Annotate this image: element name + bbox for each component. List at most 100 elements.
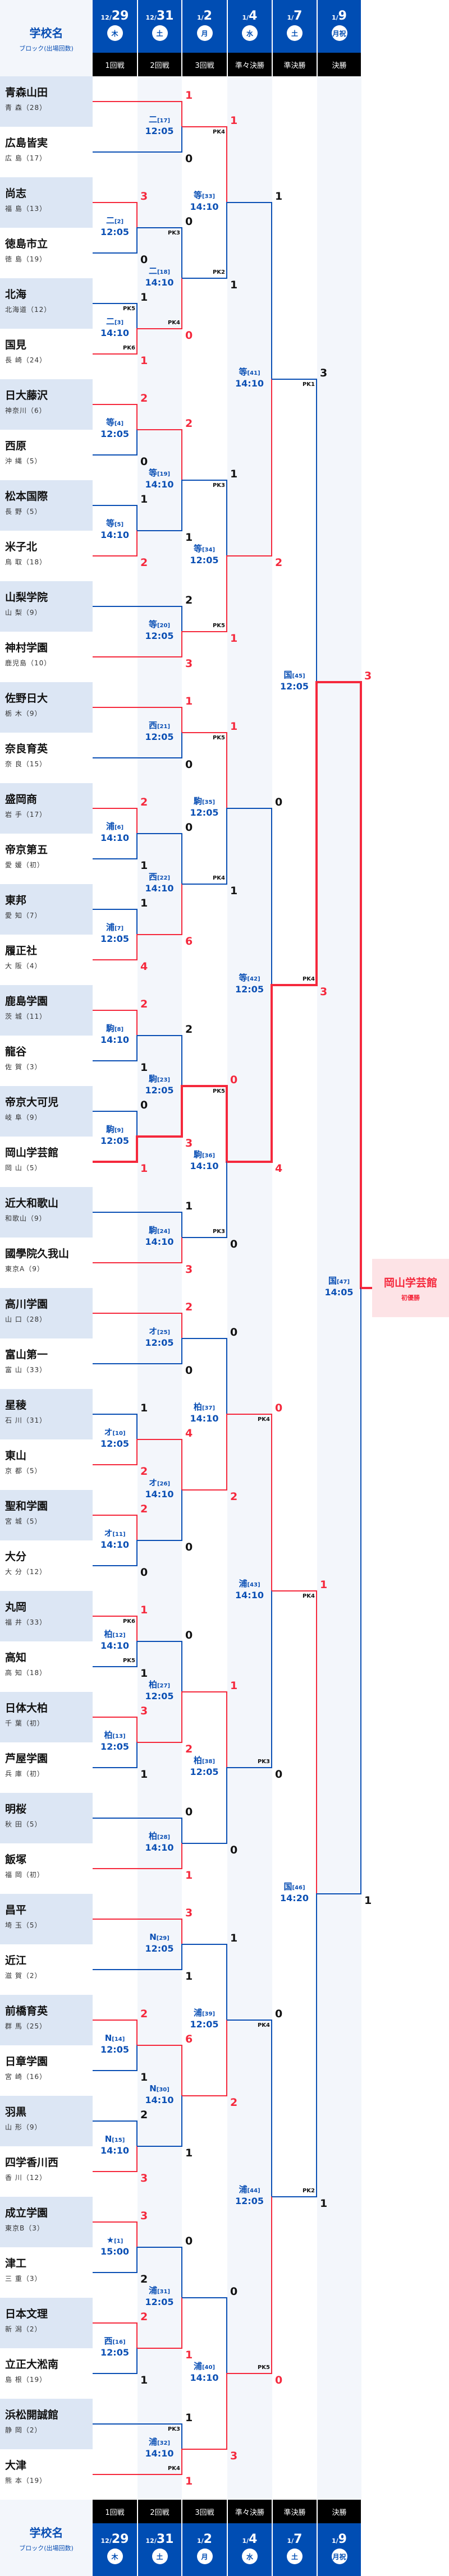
loser-line xyxy=(93,2423,182,2425)
match-label: N[14]12:05 xyxy=(93,2033,137,2054)
loser-line xyxy=(316,379,317,683)
match-time: 14:10 xyxy=(145,277,174,288)
score: 1 xyxy=(230,632,238,645)
loser-line xyxy=(181,1489,182,1541)
match-time: 14:10 xyxy=(145,1842,174,1853)
winner-line xyxy=(93,2322,138,2324)
score: 1 xyxy=(185,1869,193,1882)
match-number: [7] xyxy=(114,926,124,932)
match-label: N[15]14:10 xyxy=(93,2134,137,2155)
score: 1 xyxy=(230,1680,238,1692)
score: 0 xyxy=(275,1402,283,1414)
team-row: 山梨学院山 梨（9） xyxy=(0,581,93,632)
team-prefecture: 山 梨（9） xyxy=(5,609,42,617)
winner-line xyxy=(181,1085,183,1138)
match-venue: 二 xyxy=(106,215,114,226)
champion-box: 岡山学芸館 初優勝 xyxy=(372,1259,449,1317)
team-name: 羽黒 xyxy=(5,2106,27,2118)
pk-score: PK1 xyxy=(302,381,315,388)
loser-line xyxy=(227,1767,272,1768)
match-venue: 駒 xyxy=(148,1225,157,1235)
team-row: 広島皆実広 島（17） xyxy=(0,127,93,177)
match-label: 二[2]12:05 xyxy=(93,215,137,237)
date-day: 31 xyxy=(156,2532,174,2546)
match-time: 14:10 xyxy=(100,529,129,540)
match-number: [38] xyxy=(201,1759,216,1765)
loser-line xyxy=(137,2146,182,2147)
match-number: [40] xyxy=(201,2365,216,2371)
winner-line xyxy=(182,1085,228,1087)
team-row: 明桜秋 田（5） xyxy=(0,1793,93,1843)
team-prefecture: 京 都（5） xyxy=(5,1467,42,1475)
loser-line xyxy=(137,1641,182,1642)
winner-line xyxy=(181,1843,182,1869)
winner-line xyxy=(227,1414,272,1415)
loser-line xyxy=(93,606,182,607)
team-row: 松本国際長 野（5） xyxy=(0,480,93,531)
match-label: 等[34]12:05 xyxy=(182,544,227,565)
loser-line xyxy=(227,2020,272,2021)
loser-line xyxy=(181,2247,182,2298)
winner-line xyxy=(181,1237,182,1263)
match-venue: 浦 xyxy=(193,2008,202,2018)
match-number: [21] xyxy=(157,724,171,730)
team-name: 東邦 xyxy=(5,894,27,907)
match-label: 二[18]14:10 xyxy=(138,266,181,287)
team-row: 飯塚福 岡（初） xyxy=(0,1843,93,1894)
match-label: 浦[39]12:05 xyxy=(182,2008,227,2029)
score: 1 xyxy=(185,1970,193,1982)
match-venue: 駒 xyxy=(106,1124,114,1134)
match-label: オ[26]14:10 xyxy=(138,1478,181,1499)
match-label: 西[22]14:10 xyxy=(138,872,181,893)
date-text: 1/4 xyxy=(228,2532,272,2546)
score: 3 xyxy=(230,2450,238,2462)
date-text: 1/7 xyxy=(273,9,317,23)
date-text: 12/31 xyxy=(138,2532,181,2546)
pk-score: PK4 xyxy=(167,2465,180,2472)
loser-line xyxy=(182,1843,227,1844)
team-prefecture: 沖 縄（5） xyxy=(5,457,42,465)
match-time: 12:05 xyxy=(100,1438,129,1449)
date-text: 1/9 xyxy=(318,9,361,23)
date-text: 1/2 xyxy=(182,2532,227,2546)
score: 1 xyxy=(364,1894,372,1907)
loser-line xyxy=(226,480,227,556)
match-time: 12:05 xyxy=(100,1135,129,1146)
team-row: 帝京第五愛 媛（初） xyxy=(0,834,93,884)
winner-line xyxy=(226,2020,227,2096)
score: 0 xyxy=(140,254,148,266)
pk-score: PK6 xyxy=(122,1618,135,1625)
match-number: [13] xyxy=(112,1733,126,1740)
team-prefecture: 佐 賀（3） xyxy=(5,1063,42,1071)
team-prefecture: 兵 庫（初） xyxy=(5,1770,44,1778)
score: 1 xyxy=(320,2197,328,2210)
date-day: 7 xyxy=(294,2532,303,2546)
match-number: [37] xyxy=(201,1405,216,1411)
score: 2 xyxy=(185,1023,193,1036)
winner-line xyxy=(271,379,272,556)
winner-line xyxy=(226,1085,228,1163)
winner-line xyxy=(315,681,318,986)
date-text: 1/2 xyxy=(182,9,227,23)
loser-line xyxy=(93,1111,138,1112)
score: 2 xyxy=(230,2096,238,2109)
match-label: 浦[43]14:10 xyxy=(227,1579,272,1600)
team-name: 國學院久我山 xyxy=(5,1248,70,1260)
match-time: 12:05 xyxy=(235,983,264,995)
match-time: 14:10 xyxy=(145,1488,174,1499)
score: 0 xyxy=(185,1629,193,1641)
team-prefecture: 山 口（28） xyxy=(5,1315,47,1323)
winner-line xyxy=(136,1515,138,1541)
match-venue: 等 xyxy=(148,619,157,629)
match-number: [3] xyxy=(114,320,124,326)
team-prefecture: 香 川（12） xyxy=(5,2174,47,2182)
winner-line xyxy=(182,2449,227,2450)
pk-score: PK4 xyxy=(302,976,315,982)
winner-line xyxy=(136,1616,138,1642)
loser-line xyxy=(93,2272,138,2273)
match-time: 14:10 xyxy=(190,201,219,212)
match-venue: 二 xyxy=(106,316,114,326)
winner-line xyxy=(182,126,227,127)
